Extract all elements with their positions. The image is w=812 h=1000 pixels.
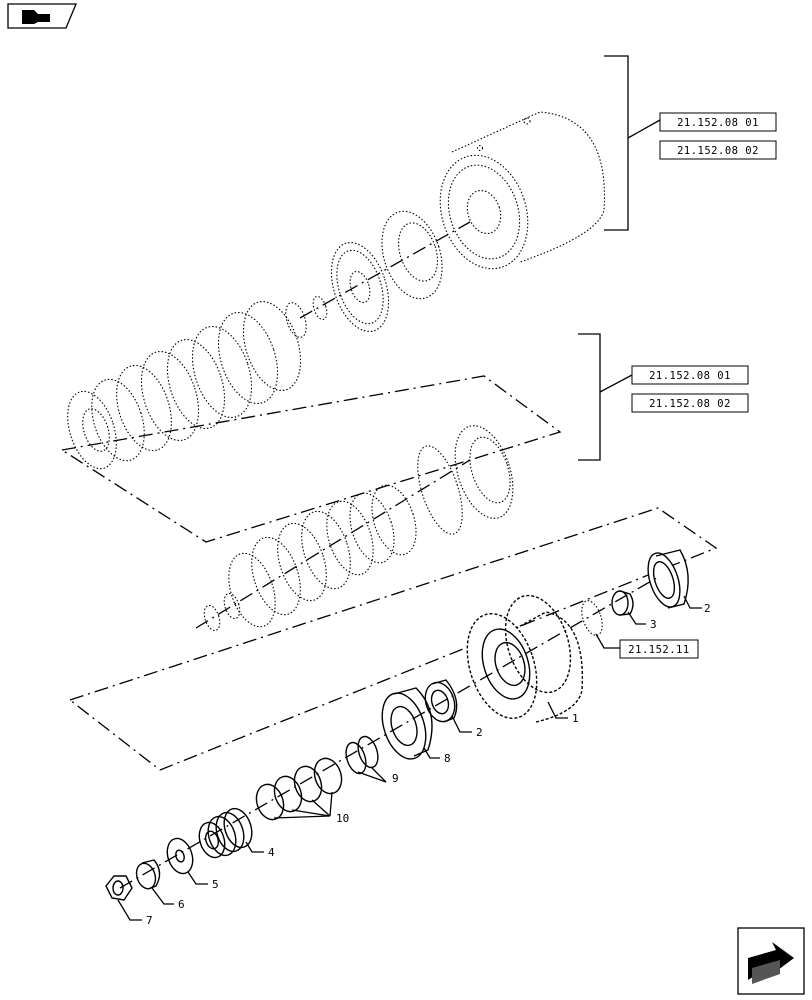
pressure-plate — [381, 210, 443, 300]
svg-text:7: 7 — [146, 914, 153, 927]
book-arrow-icon[interactable] — [7, 3, 77, 29]
callout-10: 10 — [273, 791, 349, 825]
clutch-drum — [439, 111, 606, 270]
ref-21-152-08-02-middle[interactable]: 21.152.08 02 — [631, 393, 749, 413]
svg-text:21.152.08 02: 21.152.08 02 — [649, 398, 731, 410]
bushing-part-3 — [611, 590, 634, 616]
callout-4: 4 — [245, 841, 275, 859]
svg-text:8: 8 — [444, 752, 451, 765]
svg-text:21.152.08 01: 21.152.08 01 — [677, 117, 759, 129]
middle-group-outline — [60, 375, 562, 543]
callout-3: 3 — [627, 611, 657, 631]
svg-text:21.152.08 02: 21.152.08 02 — [677, 145, 759, 157]
svg-text:4: 4 — [268, 846, 275, 859]
svg-text:3: 3 — [650, 618, 657, 631]
bearing-part-2-left — [424, 679, 458, 723]
svg-text:21.152.11: 21.152.11 — [628, 644, 689, 656]
friction-disc-stack — [67, 300, 302, 470]
svg-text:9: 9 — [392, 772, 399, 785]
middle-ref-bracket — [578, 333, 633, 461]
middle-clutch-group — [195, 425, 514, 632]
gear-part-1 — [466, 594, 584, 723]
upper-clutch-group — [67, 111, 606, 470]
spring-part-4 — [198, 807, 253, 859]
svg-text:2: 2 — [704, 602, 711, 615]
svg-text:1: 1 — [572, 712, 579, 725]
snap-ring-ref — [581, 600, 603, 636]
ref-21-152-11[interactable]: 21.152.11 — [619, 639, 699, 659]
washer-part-5 — [166, 837, 194, 875]
hub-gear — [330, 241, 390, 333]
bearing-part-8 — [381, 687, 433, 760]
callout-9: 9 — [357, 767, 399, 785]
callout-2-left: 2 — [451, 715, 483, 739]
next-page-arrow-icon[interactable] — [737, 927, 805, 995]
ref-21-152-08-02-upper[interactable]: 21.152.08 02 — [659, 140, 777, 160]
upper-ref-bracket — [604, 55, 661, 231]
svg-text:6: 6 — [178, 898, 185, 911]
ref-21-152-08-01-upper[interactable]: 21.152.08 01 — [659, 112, 777, 132]
callout-6: 6 — [151, 887, 185, 911]
snap-ring — [312, 295, 328, 321]
bearing-part-2-right — [647, 549, 689, 609]
lower-group-outline — [68, 507, 718, 771]
callout-1: 1 — [547, 701, 579, 725]
svg-text:10: 10 — [336, 812, 349, 825]
callout-2-right: 2 — [683, 595, 711, 615]
svg-text:21.152.08 01: 21.152.08 01 — [649, 370, 731, 382]
ref-21-152-08-01-middle[interactable]: 21.152.08 01 — [631, 365, 749, 385]
svg-text:5: 5 — [212, 878, 219, 891]
svg-text:2: 2 — [476, 726, 483, 739]
callout-5: 5 — [187, 871, 219, 891]
callout-7: 7 — [117, 899, 153, 927]
snap-ring — [285, 302, 307, 338]
spacer-part-6 — [135, 859, 161, 890]
ref-leader-lower — [595, 633, 620, 649]
callout-8: 8 — [423, 747, 451, 765]
nut-part-7 — [105, 875, 133, 901]
